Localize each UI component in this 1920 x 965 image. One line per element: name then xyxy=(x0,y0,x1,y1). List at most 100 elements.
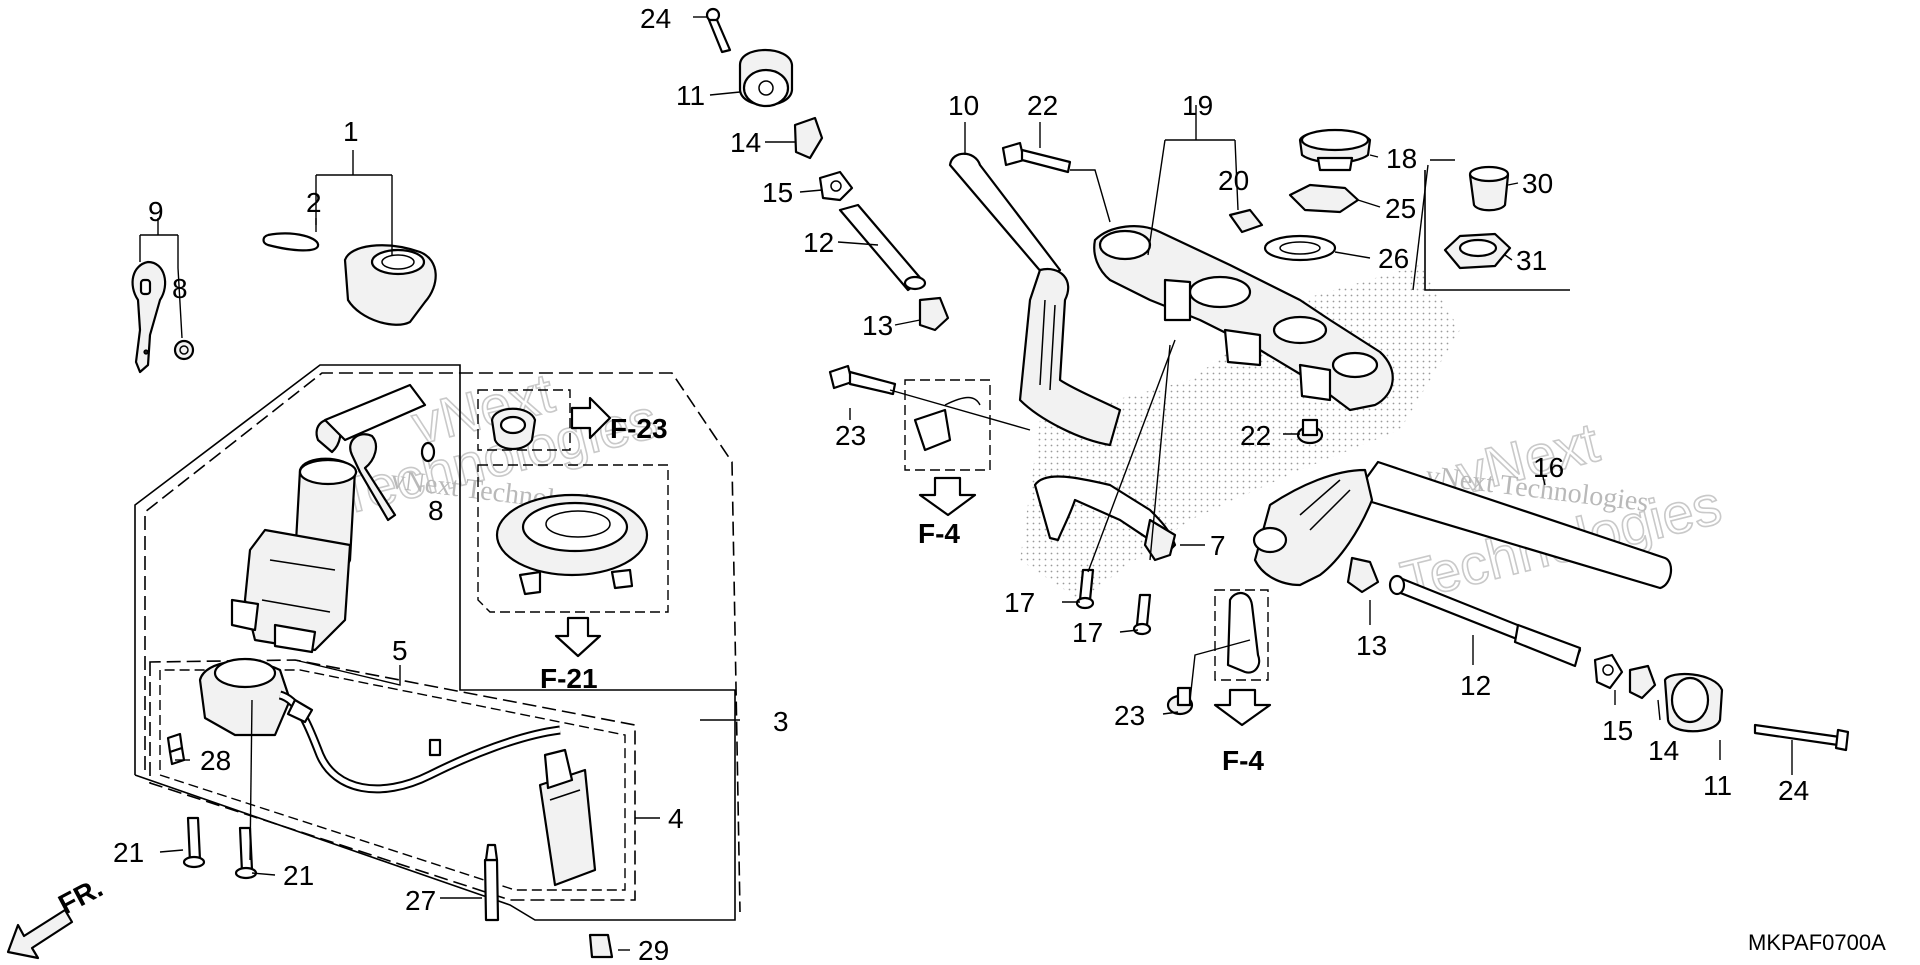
part-20-washer xyxy=(1228,208,1264,234)
part-13-nut-top xyxy=(918,296,950,332)
part-ignition-switch xyxy=(230,457,358,654)
label-13-top: 13 xyxy=(862,310,893,341)
part-f21-fuel-cap xyxy=(495,493,649,596)
label-10: 10 xyxy=(948,90,979,121)
part-11-bar-end-top xyxy=(738,48,794,108)
label-15-right: 15 xyxy=(1602,715,1633,746)
assembly-4-dash-outline xyxy=(159,669,626,891)
part-18-stem-nut xyxy=(1298,128,1372,172)
ref-f21[interactable]: F-21 xyxy=(540,663,598,694)
bracket-wire xyxy=(944,396,981,406)
part-f4-bracket-right xyxy=(1226,592,1261,674)
label-11-top: 11 xyxy=(676,80,705,111)
label-20: 20 xyxy=(1218,165,1249,196)
label-29: 29 xyxy=(638,935,669,960)
part-22-bolt-bottom xyxy=(1296,418,1324,445)
label-5: 5 xyxy=(392,635,408,666)
part-8-clip-2 xyxy=(420,441,436,463)
part-f4-bracket-left xyxy=(913,408,952,452)
label-22-bottom: 22 xyxy=(1240,420,1271,451)
leader-lines xyxy=(139,16,1793,951)
label-21-b: 21 xyxy=(283,860,314,891)
part-12-shaft-top xyxy=(838,203,927,292)
f4-arrow-left xyxy=(918,476,977,517)
part-9-key xyxy=(131,260,167,374)
label-11-right: 11 xyxy=(1703,770,1732,801)
part-21-screw-a xyxy=(182,816,206,869)
part-23-bolt-left xyxy=(828,364,897,396)
f4-ref-box-left xyxy=(904,379,991,471)
label-13-right: 13 xyxy=(1356,630,1387,661)
label-25: 25 xyxy=(1385,193,1416,224)
label-23-left: 23 xyxy=(835,420,866,451)
label-24-top: 24 xyxy=(640,3,671,34)
part-13-nut-right xyxy=(1346,556,1380,594)
assembly-3-outline xyxy=(134,364,736,921)
part-10-left-handlebar xyxy=(948,152,1122,447)
inset-box-30-31 xyxy=(1424,159,1570,291)
label-17-b: 17 xyxy=(1072,617,1103,648)
part-2-clip xyxy=(262,232,320,252)
f21-ref-box xyxy=(477,464,669,613)
label-28: 28 xyxy=(200,745,231,776)
part-26-washer xyxy=(1263,234,1337,262)
label-21-a: 21 xyxy=(113,837,144,868)
label-2: 2 xyxy=(306,187,322,218)
label-17-a: 17 xyxy=(1004,587,1035,618)
label-9: 9 xyxy=(148,196,164,227)
part-15-collar-right xyxy=(1593,653,1624,690)
ref-f23[interactable]: F-23 xyxy=(610,413,668,444)
part-11-bar-end-right xyxy=(1663,673,1724,733)
ref-f4-left[interactable]: F-4 xyxy=(918,518,960,549)
ref-f4-right[interactable]: F-4 xyxy=(1222,745,1264,776)
part-8-key-ring xyxy=(173,339,195,361)
part-12-shaft-right xyxy=(1388,574,1582,668)
part-f23-lock xyxy=(490,407,537,451)
part-14-clip-right xyxy=(1628,664,1657,700)
label-14-top: 14 xyxy=(730,127,761,158)
part-30-collar xyxy=(1468,165,1510,212)
label-31: 31 xyxy=(1516,245,1547,276)
label-23-right: 23 xyxy=(1114,700,1145,731)
part-27-bulb xyxy=(483,843,500,922)
part-4-connector xyxy=(538,748,597,887)
part-22-bolt-top xyxy=(1001,141,1072,174)
drawing-code: MKPAF0700A xyxy=(1748,930,1886,955)
front-direction-marker: FR. xyxy=(6,872,108,960)
label-30: 30 xyxy=(1522,168,1553,199)
label-15-top: 15 xyxy=(762,177,793,208)
part-15-collar-top xyxy=(818,170,854,202)
part-23-bolt-right xyxy=(1166,686,1194,716)
label-12-right: 12 xyxy=(1460,670,1491,701)
inset-divider xyxy=(1412,164,1429,291)
label-22-top: 22 xyxy=(1027,90,1058,121)
label-27: 27 xyxy=(405,885,436,916)
label-24-right: 24 xyxy=(1778,775,1809,806)
label-8-key: 8 xyxy=(172,273,188,304)
label-18: 18 xyxy=(1386,143,1417,174)
part-31-nut xyxy=(1443,232,1512,270)
label-12-top: 12 xyxy=(803,227,834,258)
label-4: 4 xyxy=(668,803,684,834)
part-17-screw-a xyxy=(1075,568,1095,610)
part-25-nut xyxy=(1288,183,1360,214)
part-24-bolt-top xyxy=(705,7,732,54)
label-7: 7 xyxy=(1210,530,1226,561)
part-14-clip-top xyxy=(793,116,824,160)
part-ignition-keys xyxy=(315,383,427,522)
label-16: 16 xyxy=(1533,452,1564,483)
label-8-ignition: 8 xyxy=(428,495,444,526)
part-16-right-handlebar xyxy=(1252,460,1673,590)
part-21-screw-b xyxy=(234,826,258,880)
f4-arrow-right xyxy=(1213,688,1272,727)
label-1: 1 xyxy=(343,116,359,147)
part-29-clip xyxy=(588,933,614,959)
part-24-bolt-right xyxy=(1753,723,1850,752)
f21-arrow xyxy=(554,616,602,658)
callout-labels: 1 2 3 4 5 7 8 8 9 10 11 11 12 12 13 13 1… xyxy=(113,3,1809,965)
label-3: 3 xyxy=(773,706,789,737)
f23-ref-box xyxy=(477,389,571,451)
part-1-lock-cover xyxy=(343,244,437,326)
